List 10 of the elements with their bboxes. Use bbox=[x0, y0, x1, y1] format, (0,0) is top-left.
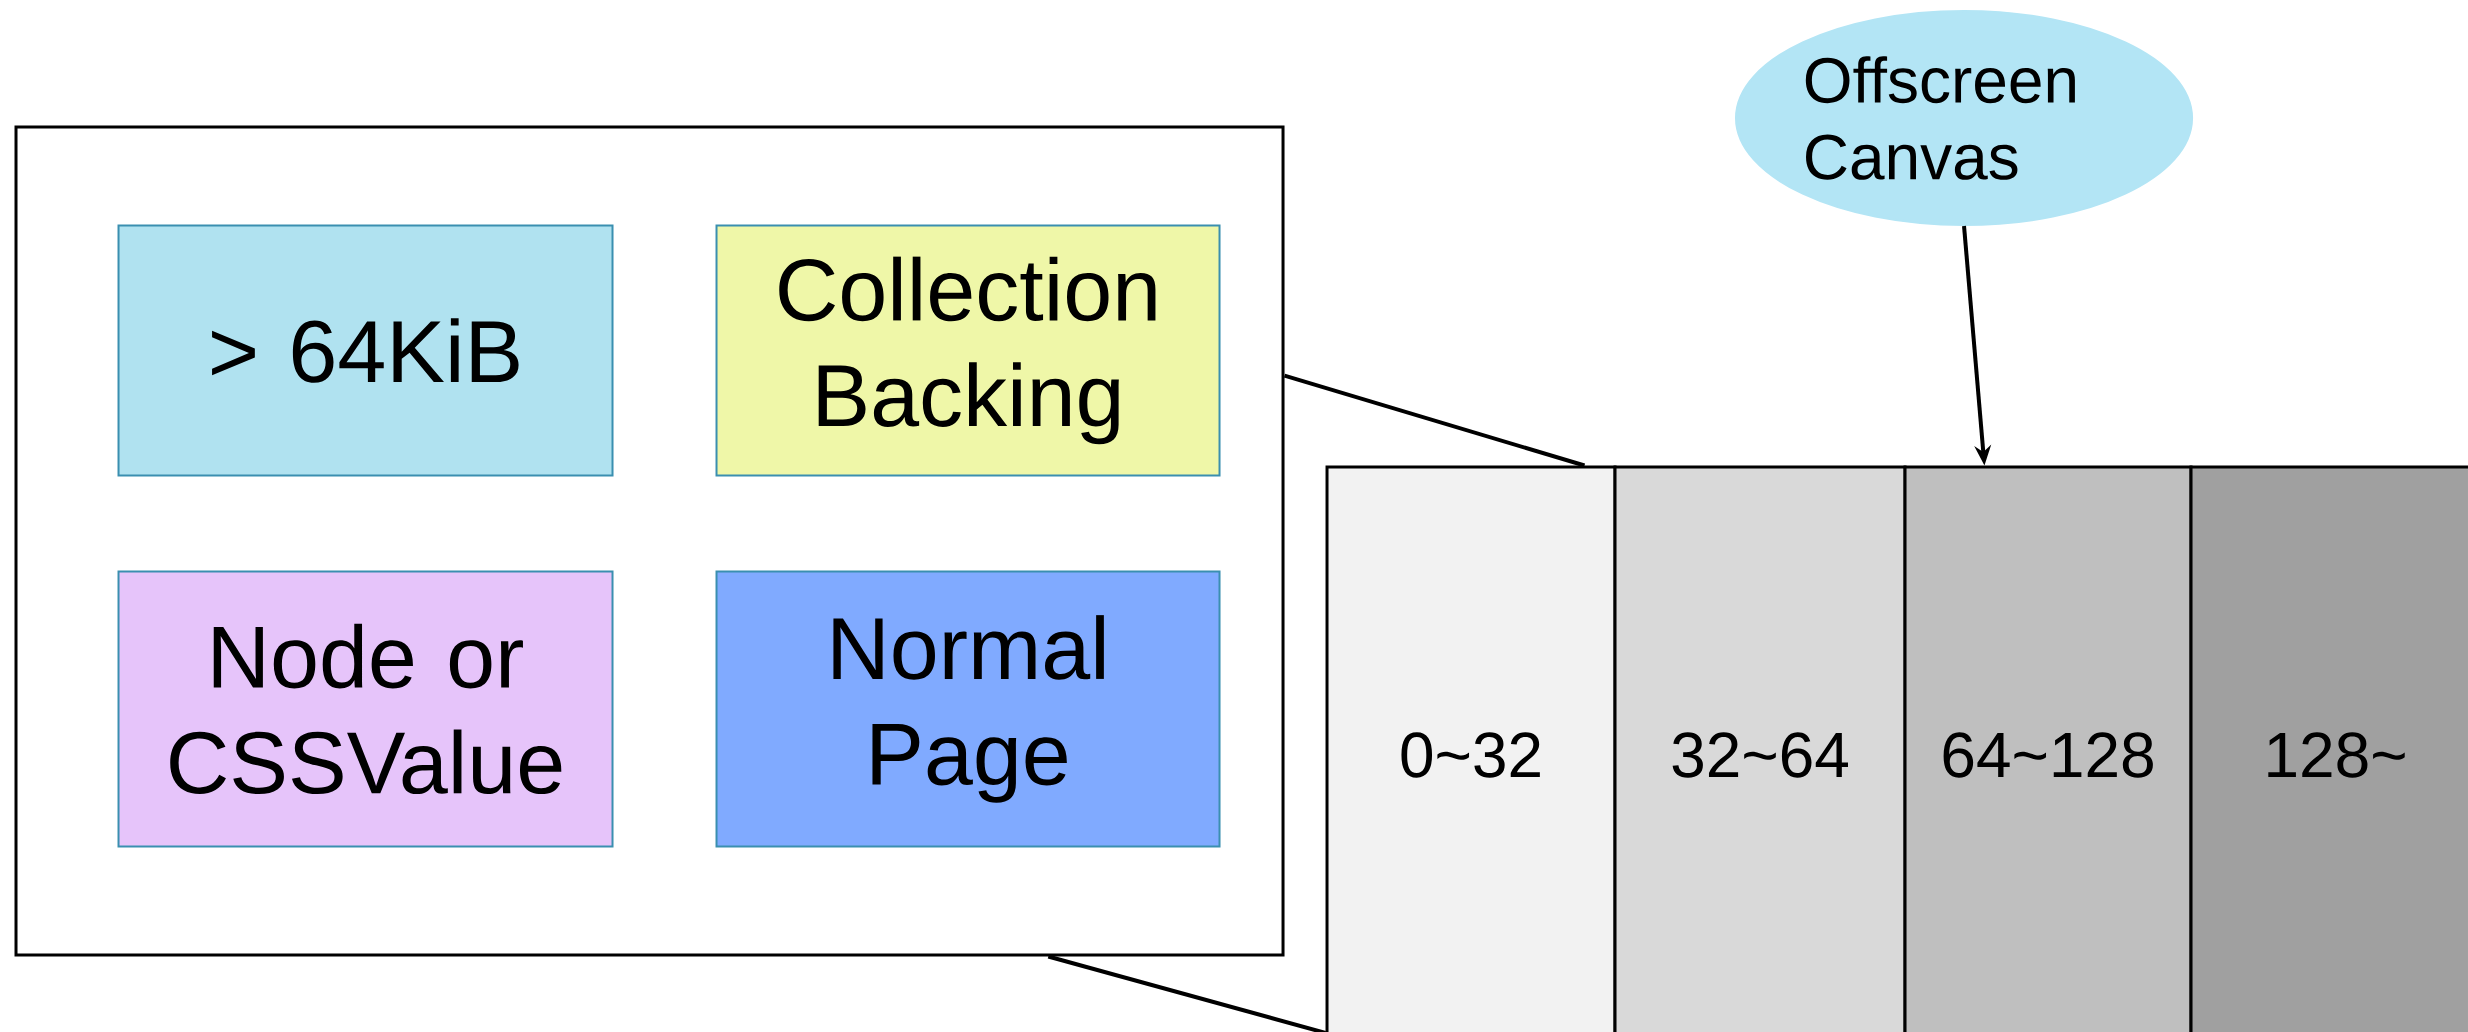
block-box: Collection Backing bbox=[715, 224, 1221, 477]
block-box: Normal Page bbox=[715, 570, 1221, 848]
zoom-line bbox=[1047, 954, 1327, 1032]
size-cell: 0~32 bbox=[1325, 465, 1617, 1032]
zoom-line bbox=[1283, 373, 1586, 468]
size-cell: 32~64 bbox=[1613, 465, 1907, 1032]
size-cell: 64~128 bbox=[1903, 465, 2193, 1032]
size-cell: 128~ bbox=[2189, 465, 2468, 1032]
block-box: Node or CSSValue bbox=[117, 570, 614, 848]
block-box: > 64KiB bbox=[117, 224, 614, 477]
